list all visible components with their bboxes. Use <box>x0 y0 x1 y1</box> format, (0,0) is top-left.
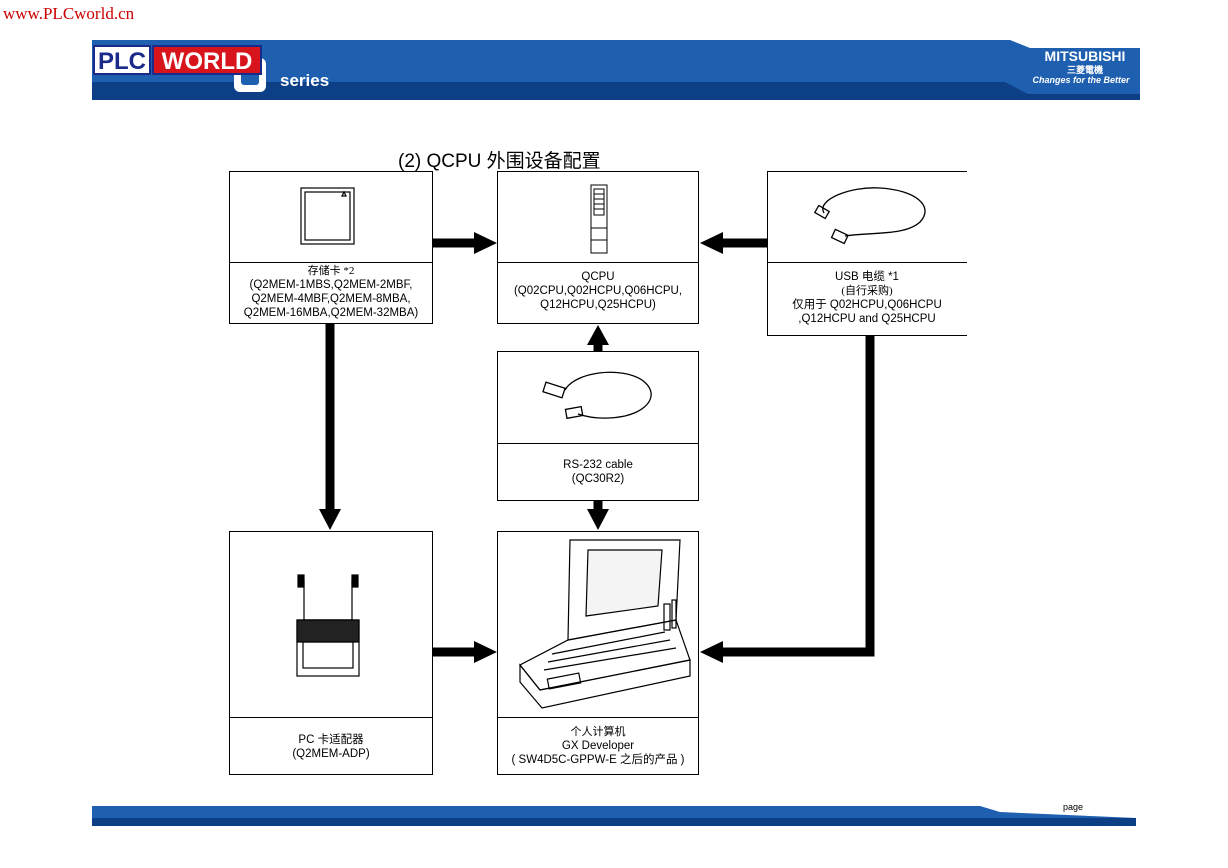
pc-label: 个人计算机 <box>570 726 626 738</box>
rs232-label: RS-232 cable <box>563 459 633 471</box>
page-label: page <box>1063 802 1084 812</box>
arrow-adapter-to-pc <box>433 641 497 663</box>
arrow-rs232-to-pc <box>587 501 609 530</box>
memory-card-models-3: Q2MEM-16MBA,Q2MEM-32MBA) <box>243 307 419 319</box>
brand-subtitle: 三菱電機 <box>1066 65 1103 75</box>
usb-caption: USB 电缆 *1 (自行采购) 仅用于 Q02HCPU,Q06HCPU ,Q1… <box>767 270 967 326</box>
pc-caption-box <box>497 717 699 775</box>
usb-label: USB 电缆 *1 <box>835 271 899 283</box>
brand-name: MITSUBISHI <box>1044 48 1126 64</box>
pc-software-version: ( SW4D5C-GPPW-E 之后的产品 ) <box>511 754 685 766</box>
memory-card-icon <box>300 187 355 245</box>
adapter-caption-box <box>229 717 433 775</box>
memory-card-image-box <box>229 171 433 263</box>
usb-image-box <box>767 171 967 263</box>
qcpu-caption: QCPU (Q02CPU,Q02HCPU,Q06HCPU, Q12HCPU,Q2… <box>497 270 699 312</box>
arrow-usb-to-pc <box>700 336 875 663</box>
memory-card-label: 存储卡 *2 <box>307 265 355 277</box>
diagram-title: (2) QCPU 外围设备配置 <box>398 151 601 172</box>
logo-world: WORLD <box>152 45 262 75</box>
site-url[interactable]: www.PLCworld.cn <box>3 4 135 23</box>
usb-compat-2: ,Q12HCPU and Q25HCPU <box>798 313 936 325</box>
memory-card-caption-box <box>229 262 433 324</box>
arrow-card-to-adapter <box>319 324 341 530</box>
memory-card-models-1: (Q2MEM-1MBS,Q2MEM-2MBF, <box>249 279 413 291</box>
usb-caption-box <box>767 262 967 336</box>
rs232-model: (QC30R2) <box>571 473 625 485</box>
adapter-image-box <box>229 531 433 718</box>
brand-slogan: Changes for the Better <box>1032 75 1130 85</box>
rs232-caption: RS-232 cable (QC30R2) <box>497 458 699 486</box>
arrow-usb-to-qcpu <box>700 232 767 254</box>
memory-card-models-2: Q2MEM-4MBF,Q2MEM-8MBA, <box>251 293 411 305</box>
adapter-model: (Q2MEM-ADP) <box>292 748 370 760</box>
qcpu-caption-box <box>497 262 699 324</box>
qcpu-module-icon <box>590 184 608 254</box>
qcpu-models-2: Q12HCPU,Q25HCPU) <box>540 299 656 311</box>
arrow-card-to-qcpu <box>433 232 497 254</box>
pc-caption: 个人计算机 GX Developer ( SW4D5C-GPPW-E 之后的产品… <box>497 725 699 767</box>
laptop-icon <box>519 539 691 709</box>
logo-plc: PLC <box>93 45 151 75</box>
usb-note: (自行采购) <box>841 285 893 297</box>
memory-card-caption: 存储卡 *2 (Q2MEM-1MBS,Q2MEM-2MBF, Q2MEM-4MB… <box>229 264 433 320</box>
series-label: series <box>280 71 330 90</box>
adapter-caption: PC 卡适配器 (Q2MEM-ADP) <box>229 733 433 761</box>
rs232-image-box <box>497 351 699 444</box>
pc-card-adapter-icon <box>296 574 360 677</box>
usb-compat-1: 仅用于 Q02HCPU,Q06HCPU <box>792 299 942 311</box>
qcpu-models-1: (Q02CPU,Q02HCPU,Q06HCPU, <box>513 285 683 297</box>
adapter-label: PC 卡适配器 <box>298 734 364 746</box>
pc-software: GX Developer <box>561 740 635 752</box>
arrow-rs232-to-qcpu <box>587 325 609 351</box>
rs232-caption-box <box>497 443 699 501</box>
rs232-cable-icon <box>542 371 652 420</box>
usb-cable-icon <box>813 187 926 245</box>
qcpu-label: QCPU <box>581 271 615 283</box>
